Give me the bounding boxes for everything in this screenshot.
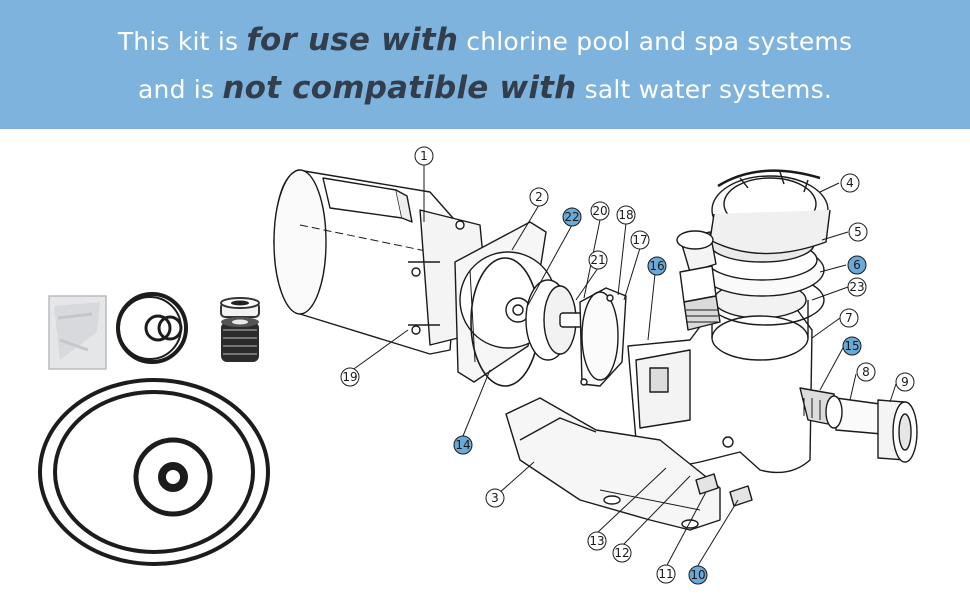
callout-13: 13: [587, 531, 607, 551]
banner-line-2-emphasis: not compatible with: [222, 69, 577, 106]
callout-circle: [630, 230, 650, 250]
callout-circle: [529, 187, 549, 207]
callout-label: 17: [632, 233, 647, 247]
callout-circle: [839, 308, 859, 328]
callout-circle: [453, 435, 473, 455]
callout-23: 23: [847, 277, 867, 297]
callout-circle: [656, 564, 676, 584]
leader-lines: [350, 165, 897, 568]
banner-line-2-suffix: salt water systems.: [576, 74, 832, 104]
callout-22: 22: [562, 207, 582, 227]
large-o-rings-icon: [38, 378, 270, 566]
callout-circle: [842, 336, 862, 356]
callout-circle: [587, 531, 607, 551]
callout-label: 8: [862, 365, 870, 379]
banner-line-2-prefix: and is: [138, 74, 223, 104]
callout-circle: [616, 205, 636, 225]
discharge-union-part: [799, 387, 918, 463]
callout-11: 11: [656, 564, 676, 584]
callout-label: 1: [420, 149, 428, 163]
callout-circle: [847, 277, 867, 297]
callout-15: 15: [842, 336, 862, 356]
callout-label: 21: [590, 253, 605, 267]
callout-17: 17: [630, 230, 650, 250]
callout-label: 14: [455, 438, 470, 452]
callout-1: 1: [414, 146, 434, 166]
callout-18: 18: [616, 205, 636, 225]
banner-line-2: and is not compatible with salt water sy…: [138, 65, 832, 113]
callout-label: 12: [614, 546, 629, 560]
impeller-part: [525, 279, 583, 361]
callout-10: 10: [688, 565, 708, 585]
callout-8: 8: [856, 362, 876, 382]
banner-line-1-emphasis: for use with: [246, 21, 459, 58]
callout-circle: [895, 372, 915, 392]
small-o-rings-icon: [116, 292, 188, 364]
callout-label: 5: [854, 225, 862, 239]
callout-14: 14: [453, 435, 473, 455]
callout-circle: [688, 565, 708, 585]
pump-assembly: [273, 165, 918, 568]
pump-base-part: [505, 397, 721, 531]
callout-2: 2: [529, 187, 549, 207]
diffuser-part: [579, 287, 627, 387]
callout-circle: [847, 255, 867, 275]
callout-circle: [340, 367, 360, 387]
callout-circle: [414, 146, 434, 166]
callout-12: 12: [612, 543, 632, 563]
callout-7: 7: [839, 308, 859, 328]
banner-line-1-suffix: chlorine pool and spa systems: [458, 26, 853, 56]
callout-circle: [612, 543, 632, 563]
callout-circle: [590, 201, 610, 221]
kit-contents: [38, 292, 270, 566]
callout-4: 4: [840, 173, 860, 193]
callout-9: 9: [895, 372, 915, 392]
callout-6: 6: [847, 255, 867, 275]
callout-label: 4: [846, 176, 854, 190]
callout-label: 15: [844, 339, 859, 353]
callout-21: 21: [588, 250, 608, 270]
callout-label: 22: [564, 210, 579, 224]
compatibility-banner: This kit is for use with chlorine pool a…: [0, 0, 970, 129]
callout-circle: [647, 256, 667, 276]
callout-label: 9: [901, 375, 909, 389]
callout-20: 20: [590, 201, 610, 221]
callout-label: 2: [535, 190, 543, 204]
callout-label: 6: [853, 258, 861, 272]
callout-circle: [588, 250, 608, 270]
banner-line-1-prefix: This kit is: [117, 26, 247, 56]
callout-circle: [562, 207, 582, 227]
callout-circle: [840, 173, 860, 193]
callout-label: 23: [849, 280, 864, 294]
callout-circle: [485, 488, 505, 508]
callout-label: 20: [592, 204, 607, 218]
motor-part: [273, 169, 491, 355]
drain-plugs-part: [695, 473, 753, 507]
callout-16: 16: [647, 256, 667, 276]
banner-line-1: This kit is for use with chlorine pool a…: [118, 17, 852, 65]
callout-circle: [856, 362, 876, 382]
callout-label: 7: [845, 311, 853, 325]
callout-5: 5: [848, 222, 868, 242]
left-union-fitting-part: [676, 230, 721, 331]
callout-19: 19: [340, 367, 360, 387]
strainer-lid-part: [709, 169, 831, 255]
callout-label: 3: [491, 491, 499, 505]
callout-3: 3: [485, 488, 505, 508]
callout-label: 10: [690, 568, 705, 582]
callout-label: 16: [649, 259, 664, 273]
callout-label: 11: [658, 567, 673, 581]
callout-label: 13: [589, 534, 604, 548]
shaft-seal-icon: [220, 297, 260, 362]
callout-label: 18: [618, 208, 633, 222]
callout-label: 19: [342, 370, 357, 384]
lubricant-packet-icon: [48, 295, 107, 370]
callout-circle: [848, 222, 868, 242]
